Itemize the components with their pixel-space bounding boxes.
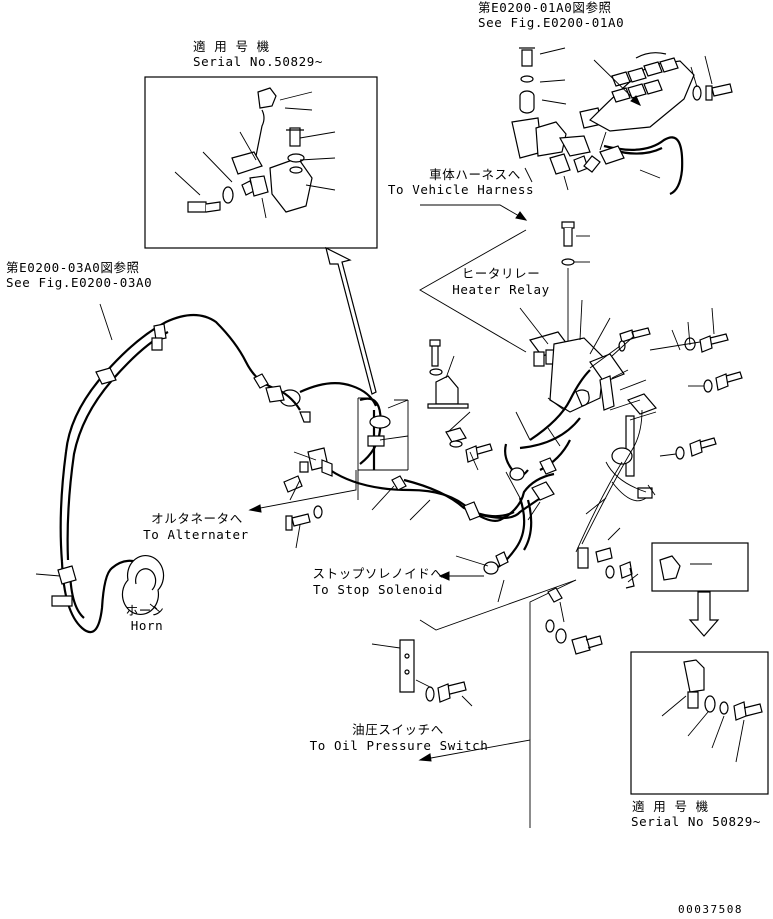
- heater-relay-label-en: Heater Relay: [452, 282, 550, 297]
- drawing-number: 00037508: [678, 903, 743, 916]
- relay-harness-top-right: [511, 47, 733, 196]
- oil-pressure-label-en: To Oil Pressure Switch: [309, 738, 489, 753]
- alternator-label-jp: オルタネータへ: [151, 511, 243, 526]
- vehicle-harness-label-jp: 車体ハーネスへ: [429, 167, 521, 182]
- applicable-serial-en-bottom: Serial No 50829~: [631, 814, 762, 829]
- applicable-serial-jp-bottom: 適 用 号 機: [632, 799, 709, 814]
- destination-arrows: [248, 470, 577, 828]
- stop-solenoid-label-jp: ストップソレノイドへ: [312, 566, 444, 581]
- horn-harness: [35, 303, 301, 634]
- detail-pointer-arrow: [325, 246, 377, 395]
- ref-fig-e0200-03a0-en: See Fig.E0200-03A0: [6, 275, 153, 290]
- applicable-serial-en-top: Serial No.50829~: [193, 54, 324, 69]
- alternator-label-en: To Alternater: [143, 527, 249, 542]
- detail-box-bottom-right: [630, 542, 769, 795]
- main-harness: [279, 339, 647, 603]
- vehicle-harness-leader: [419, 204, 528, 353]
- oil-pressure-label-jp: 油圧スイッチへ: [352, 722, 444, 737]
- heater-relay-bolt: [561, 221, 590, 345]
- heater-relay-label-jp: ヒータリレー: [461, 266, 541, 281]
- applicable-serial-jp-top: 適 用 号 機: [193, 39, 270, 54]
- ref-fig-e0200-01a0-jp: 第E0200-01A0図参照: [478, 0, 612, 15]
- ref-fig-e0200-01a0-en: See Fig.E0200-01A0: [478, 15, 625, 30]
- vehicle-harness-label-en: To Vehicle Harness: [387, 182, 535, 197]
- stop-solenoid-label-en: To Stop Solenoid: [312, 582, 444, 597]
- oil-pressure-bracket: [371, 587, 603, 707]
- ref-fig-e0200-03a0-jp: 第E0200-03A0図参照: [6, 260, 140, 275]
- detail-box-top-left: [144, 76, 378, 249]
- horn-label-jp: ホーン: [125, 603, 165, 618]
- horn-label-en: Horn: [130, 618, 164, 633]
